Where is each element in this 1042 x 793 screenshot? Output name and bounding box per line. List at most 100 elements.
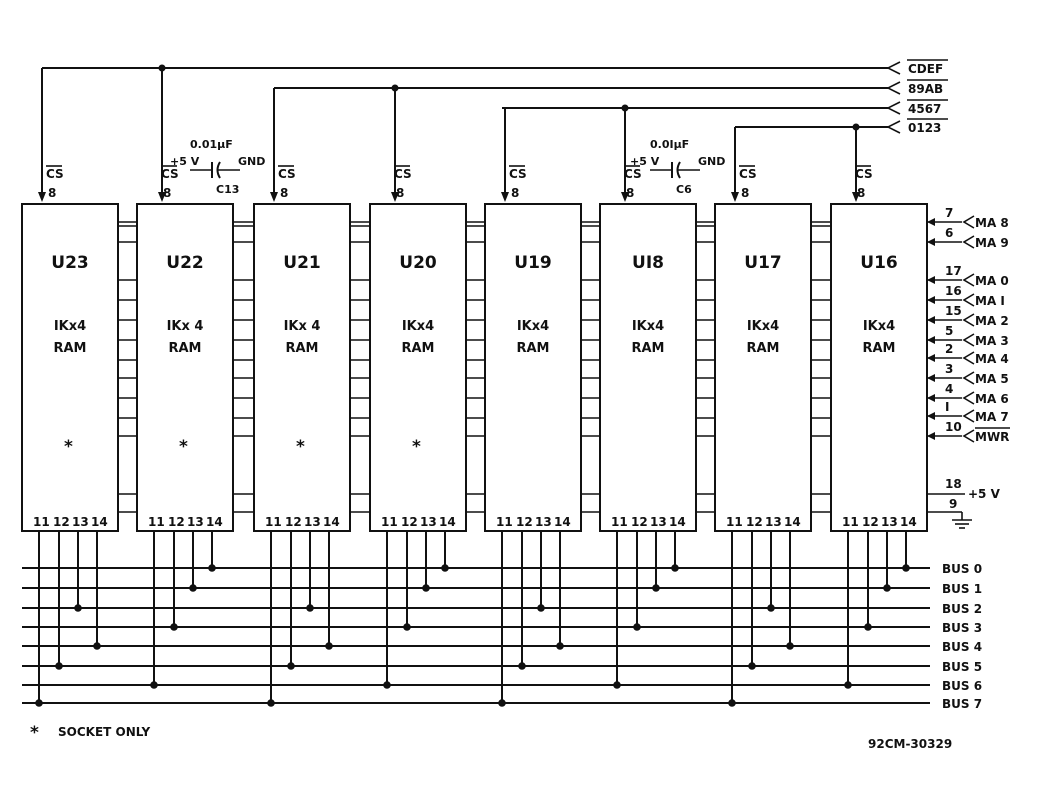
pin-label: 14 (669, 515, 686, 529)
address-pin-number: 2 (945, 342, 953, 356)
pin-label: 12 (862, 515, 879, 529)
bus-junction-dot (767, 604, 775, 612)
cs-label: CS (739, 167, 757, 181)
chip-type: IKx 4 (284, 319, 321, 334)
cs-pin-label: 8 (396, 186, 404, 200)
pin-label: 11 (611, 515, 628, 529)
chip-body (599, 203, 697, 532)
address-pin-number: 16 (945, 284, 962, 298)
chip-body (484, 203, 582, 532)
bus-junction-dot (748, 662, 756, 670)
chip-body (253, 203, 351, 532)
chip-body (21, 203, 119, 532)
bus-label-3: BUS 3 (942, 621, 982, 635)
address-pin-number: I (945, 400, 949, 414)
pin-label: 11 (265, 515, 282, 529)
socket-only-mark: * (412, 437, 421, 457)
select-input-chevron (886, 101, 901, 115)
address-signal: MA 4 (975, 352, 1009, 366)
cs-label: CS (624, 167, 642, 181)
address-input-arrow (927, 394, 935, 402)
pin-label: 12 (746, 515, 763, 529)
chip-type-ram: RAM (746, 341, 779, 356)
address-input-chevron (962, 235, 975, 249)
bus-label-1: BUS 1 (942, 582, 982, 596)
bus-junction-dot (498, 699, 506, 707)
bus-label-7: BUS 7 (942, 697, 982, 711)
address-input-chevron (962, 333, 975, 347)
bus-junction-dot (93, 642, 101, 650)
cs-pin-label: 8 (626, 186, 634, 200)
chip-ref: U17 (744, 253, 781, 273)
chip-type: IKx4 (747, 319, 779, 334)
bus-junction-dot (652, 584, 660, 592)
capacitor-plus: +5 V (630, 155, 660, 168)
bus-junction-dot (633, 623, 641, 631)
address-input-chevron (962, 391, 975, 405)
address-input-chevron (962, 351, 975, 365)
bus-junction-dot (383, 681, 391, 689)
cs-label: CS (509, 167, 527, 181)
cs-arrowhead (38, 192, 46, 202)
bus-junction-dot (422, 584, 430, 592)
address-signal: MA 3 (975, 334, 1009, 348)
pin-label: 12 (285, 515, 302, 529)
bus-junction-dot (403, 623, 411, 631)
address-pin-number: 7 (945, 206, 953, 220)
bus-junction-dot (189, 584, 197, 592)
address-input-arrow (927, 336, 935, 344)
pin-label: 13 (420, 515, 437, 529)
cs-arrowhead (158, 192, 166, 202)
cs-pin-label: 8 (163, 186, 171, 200)
bus-junction-dot (267, 699, 275, 707)
pin-label: 11 (148, 515, 165, 529)
bus-junction-dot (556, 642, 564, 650)
chip-body (369, 203, 467, 532)
pin-label: 12 (516, 515, 533, 529)
chip-ref: U16 (860, 253, 897, 273)
chip-ref: UI8 (632, 253, 664, 273)
pin-label: 13 (650, 515, 667, 529)
address-pin-number: 5 (945, 324, 953, 338)
cs-pin-label: 8 (857, 186, 865, 200)
bus-junction-dot (208, 564, 216, 572)
chip-type: IKx4 (863, 319, 895, 334)
chip-type: IKx4 (632, 319, 664, 334)
pin-label: 13 (765, 515, 782, 529)
capacitor-ref: C6 (676, 183, 692, 196)
cs-arrowhead (731, 192, 739, 202)
address-input-arrow (927, 432, 935, 440)
bus-junction-dot (864, 623, 872, 631)
pin-label: 12 (631, 515, 648, 529)
chip-type: IKx 4 (167, 319, 204, 334)
cs-label: CS (394, 167, 412, 181)
pin-label: 11 (842, 515, 859, 529)
power-label: +5 V (968, 487, 1001, 501)
address-input-chevron (962, 215, 975, 229)
chip-ref: U21 (283, 253, 320, 273)
chip-type: IKx4 (517, 319, 549, 334)
address-pin-number: 6 (945, 226, 953, 240)
bus-junction-dot (35, 699, 43, 707)
bus-junction-dot (728, 699, 736, 707)
address-input-arrow (927, 276, 935, 284)
capacitor-value: 0.01µF (190, 138, 233, 151)
chip-body (714, 203, 812, 532)
address-input-arrow (927, 218, 935, 226)
bus-junction-dot (613, 681, 621, 689)
cs-arrowhead (621, 192, 629, 202)
bus-junction-dot (55, 662, 63, 670)
address-input-arrow (927, 316, 935, 324)
address-input-arrow (927, 374, 935, 382)
power-pin-number: 18 (945, 477, 962, 491)
cs-pin-label: 8 (48, 186, 56, 200)
capacitor-ref: C13 (216, 183, 239, 196)
select-label-4567: 4567 (908, 102, 941, 116)
address-signal: MWR (975, 430, 1009, 444)
bus-junction-dot (306, 604, 314, 612)
